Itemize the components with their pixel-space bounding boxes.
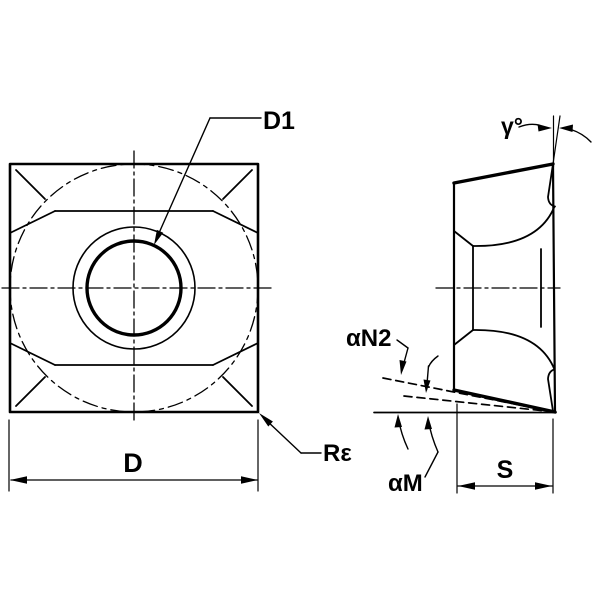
bottom-groove-curve [472, 329, 556, 371]
d-arrowhead-left [10, 476, 27, 484]
rake-arrowhead-left [537, 124, 552, 132]
clearance-m-label: αM [388, 470, 423, 497]
d1-label: D1 [263, 107, 295, 135]
corner-radius-callout: Rε [259, 413, 352, 467]
top-groove-diagonal [453, 230, 474, 247]
chipbreaker-chamfer-se [212, 342, 259, 366]
clearance-m-dimension: αM [388, 414, 439, 497]
clearance-n2-leader [396, 339, 409, 349]
side-top-rake-edge [452, 162, 555, 185]
d-dimension: D [8, 419, 259, 492]
s-arrowhead-left [458, 482, 475, 490]
s-arrowhead-right [535, 482, 552, 490]
corner-radius-label: Rε [323, 440, 352, 467]
clearance-n2-dimension: αN2 [346, 325, 439, 393]
d1-leader-diagonal [158, 117, 211, 234]
d-arrowhead-right [241, 476, 258, 484]
clearance-dashed-upper [382, 377, 556, 413]
top-groove-curve [472, 205, 556, 247]
chipbreaker-chamfer-nw [9, 210, 56, 234]
clearance-m-arrow1-head [394, 414, 402, 428]
chipbreaker-chamfer-sw [9, 342, 56, 366]
d1-arrowhead [154, 229, 164, 245]
rake-arrowhead-right [559, 124, 573, 132]
side-right-edge [551, 162, 557, 414]
corner-radius-leader-diagonal [265, 419, 302, 454]
hole-bore-circle [85, 239, 183, 337]
rake-angle-dimension: γ° [501, 113, 592, 168]
corner-facet-sw [15, 376, 46, 407]
thickness-label: S [497, 456, 514, 484]
side-view [373, 162, 561, 414]
clearance-m-arrow2-head [424, 416, 432, 430]
front-view [1, 150, 273, 424]
clearance-dashed-lower [403, 395, 556, 413]
thickness-dimension: S [456, 403, 554, 494]
corner-facet-ne [222, 169, 253, 200]
rake-tilted-reference [552, 115, 561, 165]
clearance-n2-label: αN2 [346, 325, 391, 352]
corner-facet-se [222, 376, 253, 407]
d1-dimension: D1 [154, 107, 295, 245]
clearance-m-leader [424, 451, 439, 478]
corner-facet-nw [15, 169, 46, 200]
rake-leader-arc-right [570, 128, 592, 143]
clearance-n2-tick-arrowhead [423, 379, 431, 393]
clearance-n2-arrowhead [399, 360, 407, 375]
clearance-n2-tick-shaft [427, 355, 439, 368]
insert-outline-square [8, 162, 260, 414]
d-label: D [123, 448, 143, 478]
bottom-groove-diagonal [453, 329, 474, 346]
chipbreaker-chamfer-ne [212, 210, 259, 234]
bottom-land-edge [547, 368, 556, 412]
hole-countersink-circle [72, 226, 196, 350]
rake-angle-label: γ° [501, 113, 523, 139]
